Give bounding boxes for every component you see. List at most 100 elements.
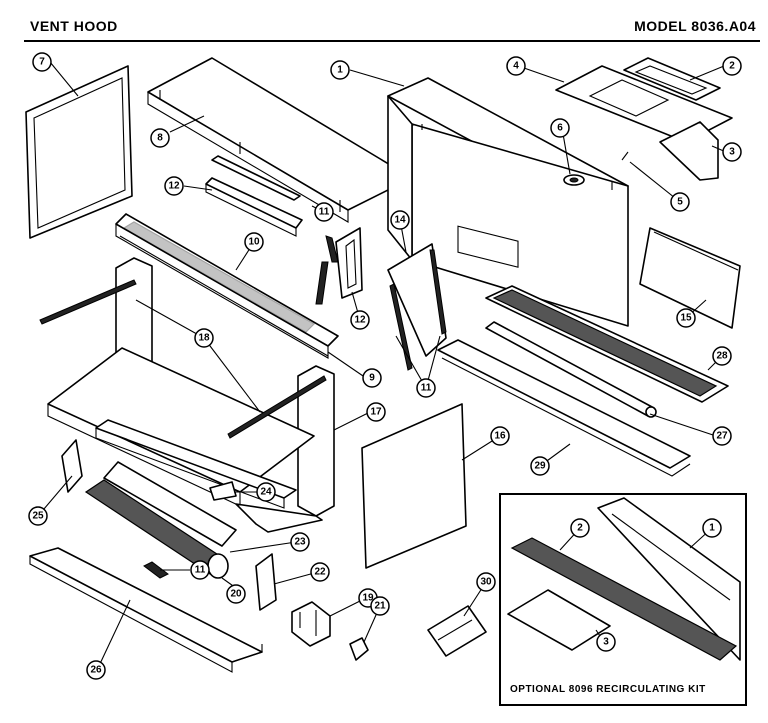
svg-text:6: 6 <box>557 123 563 134</box>
callout-kit-3: 3 <box>596 632 616 652</box>
callout-29: 29 <box>530 456 550 476</box>
svg-text:11: 11 <box>421 383 432 394</box>
kit-part-plate <box>507 589 611 651</box>
callout-8: 8 <box>150 128 170 148</box>
svg-text:17: 17 <box>370 407 382 418</box>
callout-16: 16 <box>490 426 510 446</box>
callout-12-top: 12 <box>164 176 184 196</box>
svg-text:25: 25 <box>32 511 44 522</box>
kit-part-hood-cover <box>597 497 741 661</box>
callout-10: 10 <box>244 232 264 252</box>
svg-text:19: 19 <box>362 593 374 604</box>
svg-text:12: 12 <box>354 315 366 326</box>
header-rule <box>24 40 760 42</box>
recirculating-kit-label: OPTIONAL 8096 RECIRCULATING KIT <box>510 684 706 695</box>
callout-11-bottom: 11 <box>190 560 210 580</box>
svg-text:26: 26 <box>90 665 102 676</box>
svg-text:21: 21 <box>374 601 386 612</box>
part-light-tube <box>485 321 657 418</box>
svg-text:2: 2 <box>729 61 735 72</box>
part-fastener-21 <box>349 637 369 661</box>
part-clip-25 <box>61 439 83 493</box>
callout-25: 25 <box>28 506 48 526</box>
callout-5: 5 <box>670 192 690 212</box>
svg-text:11: 11 <box>195 565 206 576</box>
callout-28: 28 <box>712 346 732 366</box>
callout-22: 22 <box>310 562 330 582</box>
model-number: MODEL 8036.A04 <box>634 18 756 34</box>
svg-text:3: 3 <box>729 147 735 158</box>
part-duct-plate <box>555 65 733 143</box>
svg-text:29: 29 <box>534 461 546 472</box>
part-side-bracket-14 <box>387 243 447 371</box>
callout-11-mid: 11 <box>416 378 436 398</box>
callout-21: 21 <box>370 596 390 616</box>
part-rods-18 <box>39 279 327 439</box>
callout-4: 4 <box>506 56 526 76</box>
part-grease-filter <box>485 285 729 403</box>
svg-text:7: 7 <box>39 57 45 68</box>
diagram-title: VENT HOOD <box>30 18 118 34</box>
callout-17: 17 <box>366 402 386 422</box>
svg-text:24: 24 <box>260 487 272 498</box>
svg-text:16: 16 <box>494 431 506 442</box>
callout-27: 27 <box>712 426 732 446</box>
part-mid-panel <box>95 419 297 509</box>
part-bracket-3 <box>659 121 719 181</box>
svg-text:18: 18 <box>198 333 210 344</box>
part-bracket-22 <box>255 553 277 611</box>
recirculating-kit-box <box>499 493 747 706</box>
svg-text:12: 12 <box>168 181 180 192</box>
callout-18: 18 <box>194 328 214 348</box>
part-rail-12 <box>205 155 303 237</box>
callout-7: 7 <box>32 52 52 72</box>
callout-1: 1 <box>330 60 350 80</box>
callout-15: 15 <box>676 308 696 328</box>
svg-text:1: 1 <box>709 523 715 534</box>
svg-text:14: 14 <box>394 215 406 226</box>
part-bottom-cover <box>29 547 263 673</box>
callout-12-right: 12 <box>350 310 370 330</box>
part-bracket-12 <box>335 227 363 299</box>
part-bracket-24 <box>209 481 237 501</box>
leader-lines <box>37 61 727 669</box>
svg-text:2: 2 <box>577 523 583 534</box>
svg-text:8: 8 <box>157 133 163 144</box>
callout-11-top: 11 <box>314 202 334 222</box>
callout-26: 26 <box>86 660 106 680</box>
callout-kit-2: 2 <box>570 518 590 538</box>
svg-text:1: 1 <box>337 65 343 76</box>
svg-text:11: 11 <box>319 207 330 218</box>
callout-3: 3 <box>722 142 742 162</box>
svg-text:15: 15 <box>680 313 692 324</box>
part-front-grille <box>115 213 339 359</box>
part-screw-11-bottom <box>143 561 169 579</box>
svg-text:4: 4 <box>513 61 519 72</box>
svg-text:5: 5 <box>677 197 683 208</box>
callout-6: 6 <box>550 118 570 138</box>
part-switch-bracket <box>427 605 487 657</box>
part-filter-flap <box>639 227 741 329</box>
part-screw-5 <box>621 151 629 161</box>
svg-text:22: 22 <box>314 567 326 578</box>
callout-20: 20 <box>226 584 246 604</box>
part-motor <box>291 601 331 647</box>
part-side-panel-16 <box>361 403 467 569</box>
svg-text:23: 23 <box>294 537 306 548</box>
svg-text:27: 27 <box>716 431 728 442</box>
callout-2: 2 <box>722 56 742 76</box>
svg-text:10: 10 <box>248 237 260 248</box>
callout-30: 30 <box>476 572 496 592</box>
svg-text:30: 30 <box>480 577 492 588</box>
part-grommet <box>563 174 585 186</box>
callout-kit-1: 1 <box>702 518 722 538</box>
svg-text:3: 3 <box>603 637 609 648</box>
svg-text:20: 20 <box>230 589 242 600</box>
kit-part-charcoal-filter <box>510 537 738 661</box>
callout-9: 9 <box>362 368 382 388</box>
part-blower-housing <box>84 461 237 579</box>
part-top-panel <box>147 57 413 223</box>
part-damper <box>623 57 721 101</box>
part-side-panel <box>25 65 133 239</box>
